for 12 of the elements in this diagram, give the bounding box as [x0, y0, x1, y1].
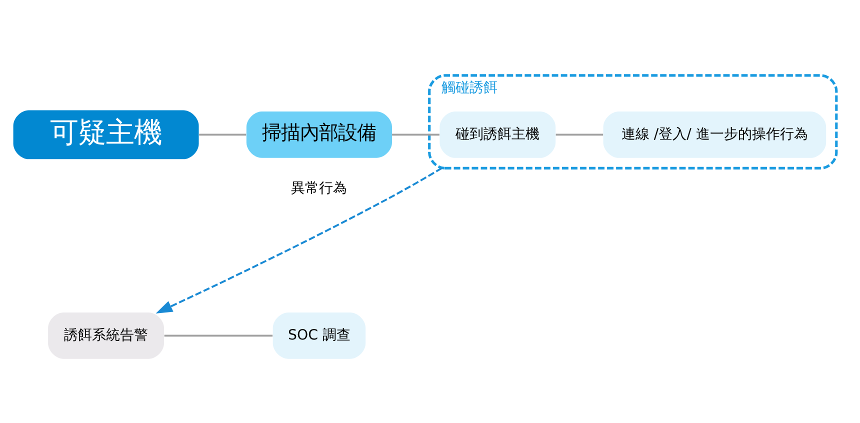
- node-box: 誘餌系統告警: [48, 312, 164, 358]
- connector: [164, 334, 273, 336]
- connector: [556, 133, 604, 136]
- connector: [392, 133, 440, 136]
- node-box: 碰到誘餌主機: [440, 111, 556, 158]
- connector: [199, 133, 246, 136]
- node-box: 掃描內部設備: [246, 111, 392, 158]
- edge-label: 異常行為: [291, 180, 348, 196]
- node-box: 可疑主機: [13, 110, 199, 159]
- arrow: [156, 166, 442, 313]
- node-box: SOC 調查: [272, 312, 366, 358]
- node-box: 連線 /登入/ 進一步的操作行為: [603, 111, 826, 158]
